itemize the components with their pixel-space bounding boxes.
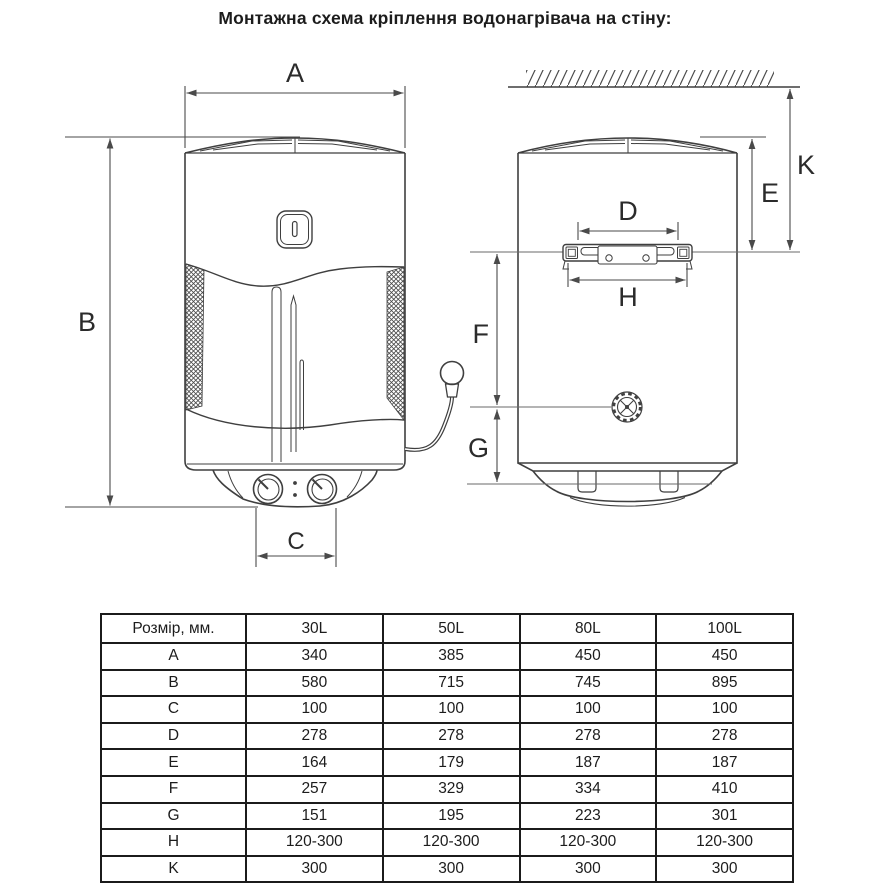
front-body-outline [184, 153, 406, 471]
row-label: G [100, 801, 247, 831]
table-cell: 278 [381, 721, 521, 751]
table-cell: 278 [518, 721, 658, 751]
table-cell: 301 [655, 801, 794, 831]
table-cell: 120-300 [655, 828, 794, 857]
side-body-outline [517, 153, 738, 464]
table-cell: 187 [655, 748, 794, 777]
table-cell: 100 [381, 695, 521, 724]
dim-label-c: C [287, 528, 304, 555]
front-view-dimensions [65, 86, 406, 567]
table-cell: 300 [655, 854, 794, 884]
front-left-hatch-strip [185, 263, 205, 411]
table-cell: 187 [518, 748, 658, 777]
knob-right [306, 473, 338, 505]
row-label: H [100, 828, 247, 857]
table-cell: 580 [245, 668, 384, 698]
dim-label-h: H [618, 282, 638, 312]
table-cell: 179 [381, 748, 521, 777]
table-cell: 100 [655, 695, 794, 724]
front-bottom-cap [212, 469, 378, 508]
mounting-diagram: A B C [65, 58, 815, 567]
table-header-100l: 100L [655, 613, 794, 644]
table-header-80l: 80L [518, 613, 658, 644]
plug-icon [439, 360, 465, 386]
table-cell: 195 [381, 801, 521, 831]
table-cell: 278 [245, 721, 384, 751]
page-title: Монтажна схема кріплення водонагрівача н… [218, 8, 672, 28]
table-cell: 300 [245, 854, 384, 884]
table-cell: 385 [381, 642, 521, 671]
table-cell: 164 [245, 748, 384, 777]
dim-label-k: K [797, 150, 815, 180]
table-cell: 340 [245, 642, 384, 671]
table-cell: 278 [655, 721, 794, 751]
front-streaks [271, 286, 304, 462]
side-bottom-cap [517, 462, 738, 507]
table-cell: 410 [655, 774, 794, 804]
table-cell: 223 [518, 801, 658, 831]
dim-label-g: G [468, 433, 489, 463]
row-label: E [100, 748, 247, 777]
front-right-hatch-strip [386, 266, 405, 422]
table-cell: 100 [518, 695, 658, 724]
knob-left [252, 473, 284, 505]
table-cell: 450 [655, 642, 794, 671]
front-view [184, 137, 465, 508]
table-cell: 120-300 [518, 828, 658, 857]
table-cell: 300 [381, 854, 521, 884]
row-label: K [100, 854, 247, 884]
front-dome-seams [199, 138, 391, 153]
table-cell: 329 [381, 774, 521, 804]
power-cable [404, 360, 465, 452]
table-cell: 120-300 [381, 828, 521, 857]
table-cell: 745 [518, 668, 658, 698]
row-label: D [100, 721, 247, 751]
table-header-30l: 30L [245, 613, 384, 644]
safety-valve-icon [611, 391, 643, 423]
front-top-wave [185, 263, 405, 287]
front-bottom-wave [185, 408, 405, 429]
row-label: B [100, 668, 247, 698]
table-cell: 334 [518, 774, 658, 804]
dim-label-a: A [286, 58, 304, 88]
side-view [470, 70, 800, 507]
row-label: A [100, 642, 247, 671]
table-header-50l: 50L [381, 613, 521, 644]
dim-label-e: E [761, 178, 779, 208]
dim-label-d: D [618, 196, 638, 226]
table-cell: 151 [245, 801, 384, 831]
dim-label-f: F [473, 319, 490, 349]
dim-label-b: B [78, 307, 96, 337]
table-cell: 895 [655, 668, 794, 698]
side-dome-seams [531, 138, 724, 153]
row-label: C [100, 695, 247, 724]
table-cell: 100 [245, 695, 384, 724]
table-cell: 120-300 [245, 828, 384, 857]
row-label: F [100, 774, 247, 804]
side-view-dimensions [467, 89, 794, 485]
table-cell: 257 [245, 774, 384, 804]
table-cell: 300 [518, 854, 658, 884]
table-cell: 450 [518, 642, 658, 671]
mounting-bracket [562, 243, 693, 270]
front-display [276, 210, 313, 249]
table-header-size: Розмір, мм. [100, 613, 247, 644]
table-cell: 715 [381, 668, 521, 698]
ceiling [508, 70, 800, 88]
table-header-row: Розмір, мм. 30L 50L 80L 100L [100, 613, 794, 644]
